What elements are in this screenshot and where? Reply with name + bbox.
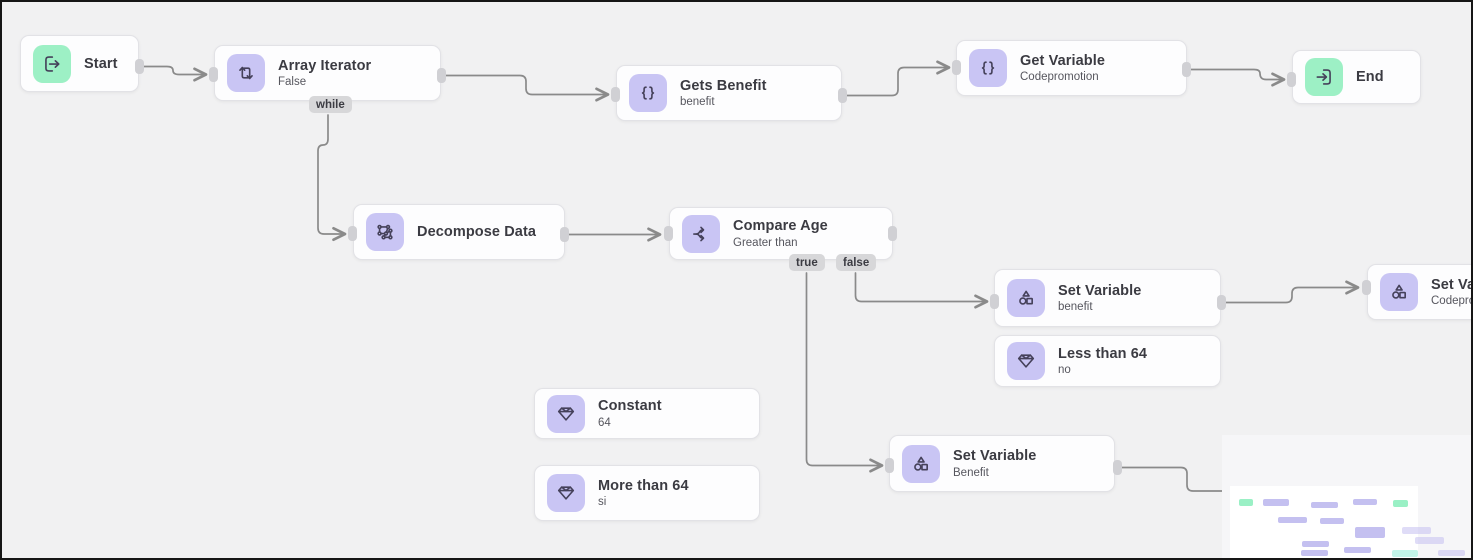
port-out-array-iterator[interactable] [437,68,446,83]
node-title: Decompose Data [417,224,537,240]
port-in-set-variable-benefit[interactable] [990,294,999,309]
node-title: Compare Age [733,218,828,235]
edge-get-variable-to-end[interactable] [1190,68,1286,87]
gem-icon [547,474,585,512]
node-title: End [1356,69,1384,85]
port-out-gets-benefit[interactable] [838,88,847,103]
minimap-node [1302,541,1329,547]
loop-icon [227,54,265,92]
port-in-end[interactable] [1287,72,1296,87]
minimap-node [1402,527,1431,534]
port-out-compare-age[interactable] [888,226,897,241]
edge-array-iterator-while-to-decompose-data[interactable] [317,114,347,242]
node-title: Set Variable [1431,276,1471,293]
minimap-node [1344,547,1371,553]
port-in-get-variable[interactable] [952,60,961,75]
shapes-icon [1380,273,1418,311]
node-subtitle: Benefit [953,466,989,479]
minimap-node [1392,550,1418,557]
edge-array-iterator-to-gets-benefit[interactable] [445,74,610,102]
port-out-get-variable[interactable] [1182,62,1191,77]
port-in-set-variable-bottom[interactable] [885,458,894,473]
node-subtitle: False [278,76,307,89]
node-set-variable-benefit[interactable]: Set Variable benefit [994,269,1221,327]
badge-false: false [836,254,877,271]
minimap-node [1301,550,1328,556]
edge-compare-age-false-to-set-variable-benefit[interactable] [854,272,989,309]
shapes-icon [1007,279,1045,317]
gem-icon [1007,342,1045,380]
node-subtitle: no [1058,364,1071,377]
minimap-node [1278,517,1307,523]
node-subtitle: si [598,496,607,509]
port-out-set-variable-benefit[interactable] [1217,295,1226,310]
node-title: Get Variable [1020,52,1106,69]
split-icon [682,214,720,253]
minimap-node [1355,527,1385,538]
node-title: Less than 64 [1058,345,1148,362]
minimap-node [1353,499,1377,505]
node-subtitle: 64 [598,416,611,429]
edge-set-variable-bottom-to-offscreen-right[interactable] [1121,466,1226,492]
minimap-node [1239,499,1253,506]
network-icon [366,213,404,251]
node-start[interactable]: Start [20,35,139,92]
node-title: More than 64 [598,477,689,494]
braces-icon [969,49,1007,87]
braces-icon [629,74,667,112]
port-in-compare-age[interactable] [664,226,673,241]
node-end[interactable]: End [1292,50,1421,104]
minimap-node [1320,518,1344,524]
badge-true: true [789,254,825,271]
port-in-gets-benefit[interactable] [611,87,620,102]
edge-set-variable-benefit-to-set-variable-right[interactable] [1225,280,1360,304]
port-out-start[interactable] [135,59,144,74]
edge-gets-benefit-to-get-variable[interactable] [846,60,951,97]
minimap-node [1263,499,1289,506]
port-in-decompose-data[interactable] [348,226,357,241]
minimap-node [1415,537,1444,544]
minimap-node [1393,500,1408,507]
gem-icon [547,394,585,433]
port-out-decompose-data[interactable] [560,227,569,242]
node-title: Constant [598,398,662,415]
node-decompose-data[interactable]: Decompose Data [353,204,565,260]
end-icon [1305,58,1343,96]
edge-start-to-array-iterator[interactable] [143,65,208,82]
node-title: Set Variable [1058,282,1142,299]
port-in-array-iterator[interactable] [209,67,218,82]
node-subtitle: Codepromotion [1020,71,1099,84]
node-title: Gets Benefit [680,77,767,94]
node-gets-benefit[interactable]: Gets Benefit benefit [616,65,842,121]
minimap-node [1311,502,1338,508]
minimap-node [1438,550,1465,556]
port-out-set-variable-bottom[interactable] [1113,460,1122,475]
minimap[interactable] [1222,435,1471,558]
node-more-than-64[interactable]: More than 64 si [534,465,760,521]
shapes-icon [902,444,940,483]
node-subtitle: benefit [680,96,715,109]
port-in-set-variable-right[interactable] [1362,280,1371,295]
node-title: Set Variable [953,448,1037,465]
node-subtitle: Greater than [733,236,798,249]
badge-while: while [309,96,352,113]
node-subtitle: Codepromotion [1431,295,1471,308]
start-icon [33,44,71,83]
node-subtitle: benefit [1058,301,1093,314]
node-title: Start [84,55,118,72]
node-title: Array Iterator [278,57,372,74]
node-less-than-64[interactable]: Less than 64 no [994,335,1221,387]
edge-compare-age-true-to-set-variable-bottom[interactable] [805,272,884,473]
